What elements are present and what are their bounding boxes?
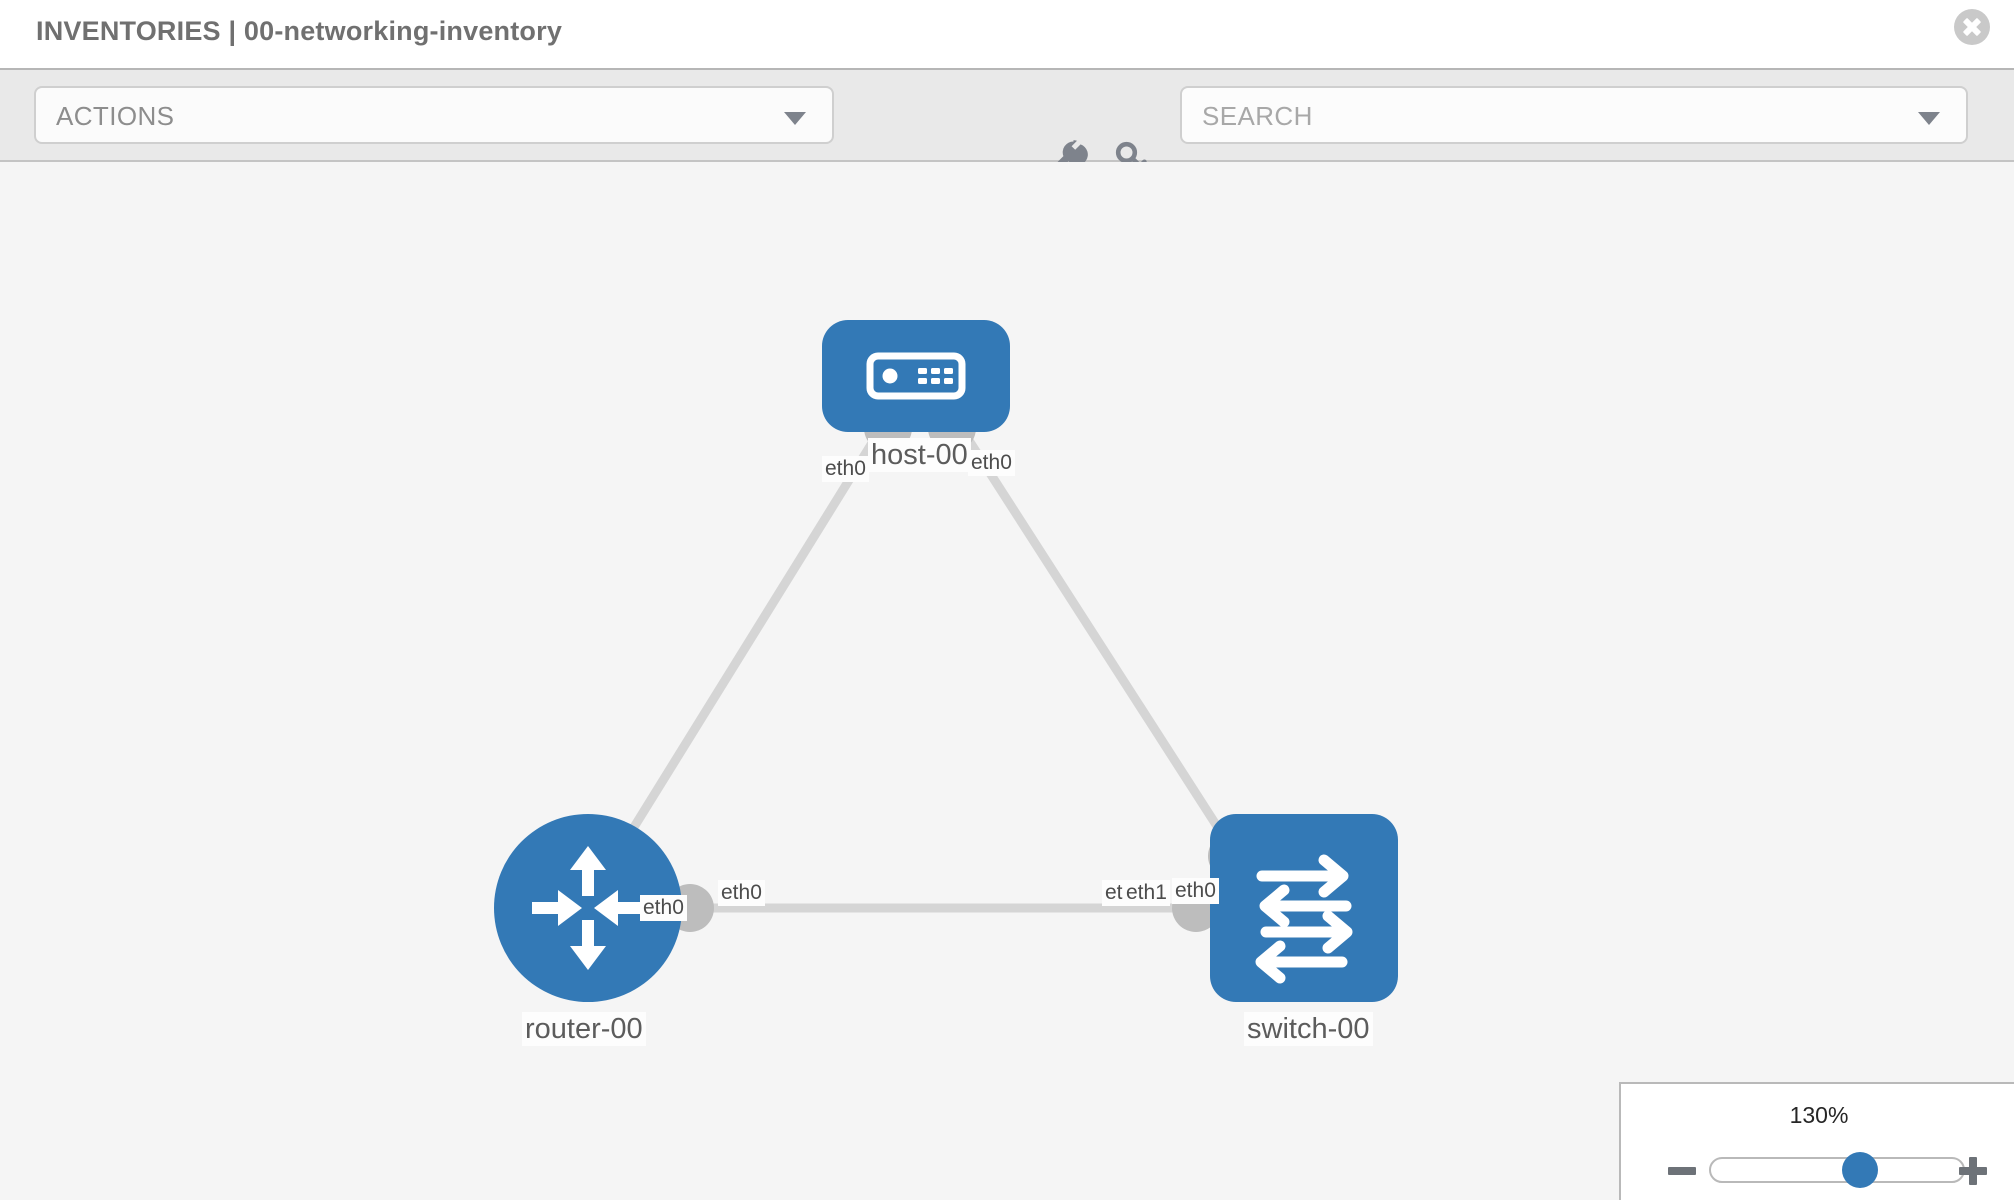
actions-dropdown-label: ACTIONS xyxy=(56,101,175,131)
port-label-switch-up: eth0 xyxy=(1172,878,1219,904)
port-label-router-up: eth0 xyxy=(640,895,687,921)
plus-icon[interactable] xyxy=(1956,1154,1990,1188)
close-icon[interactable] xyxy=(1954,9,1990,45)
port-label-host-left: eth0 xyxy=(822,456,869,482)
switch-arrows-icon xyxy=(1210,814,1398,1002)
minus-icon-stroke xyxy=(1668,1167,1696,1175)
search-input[interactable]: SEARCH xyxy=(1180,86,1968,144)
link-host-router xyxy=(596,411,894,885)
search-placeholder: SEARCH xyxy=(1202,101,1313,131)
plus-icon-stroke xyxy=(1969,1157,1977,1185)
link-group xyxy=(596,411,1244,913)
zoom-slider-thumb[interactable] xyxy=(1842,1152,1878,1188)
topology-node-host-00[interactable] xyxy=(822,320,1010,432)
router-arrows-icon xyxy=(494,814,682,1002)
port-label-host-right: eth0 xyxy=(968,450,1015,476)
actions-dropdown[interactable]: ACTIONS xyxy=(34,86,834,144)
zoom-control-panel: 130% xyxy=(1619,1082,2014,1200)
page-title: INVENTORIES | 00-networking-inventory xyxy=(36,16,563,46)
port-label-switch-left: eth1 xyxy=(1123,880,1170,906)
topology-links xyxy=(586,404,1256,932)
node-label-router-00: router-00 xyxy=(522,1012,646,1046)
zoom-percent-label: 130% xyxy=(1789,1102,1849,1128)
chevron-down-icon[interactable] xyxy=(1918,112,1940,125)
server-icon xyxy=(822,320,1010,432)
minus-icon[interactable] xyxy=(1665,1154,1699,1188)
port-label-router-right: eth0 xyxy=(718,880,765,906)
zoom-slider-track[interactable] xyxy=(1709,1157,1965,1183)
topology-canvas[interactable]: host-00 eth0 eth0 xyxy=(0,162,2014,1200)
page-header: INVENTORIES | 00-networking-inventory xyxy=(0,0,2014,70)
node-label-switch-00: switch-00 xyxy=(1244,1012,1373,1046)
chevron-down-icon xyxy=(784,112,806,125)
link-host-switch xyxy=(948,411,1244,865)
port-nub-group xyxy=(586,404,1256,932)
node-background xyxy=(822,320,1010,432)
topology-node-switch-00[interactable] xyxy=(1210,814,1398,1002)
node-label-host-00: host-00 xyxy=(868,438,971,472)
toolbar: ACTIONS SEARCH xyxy=(0,70,2014,177)
